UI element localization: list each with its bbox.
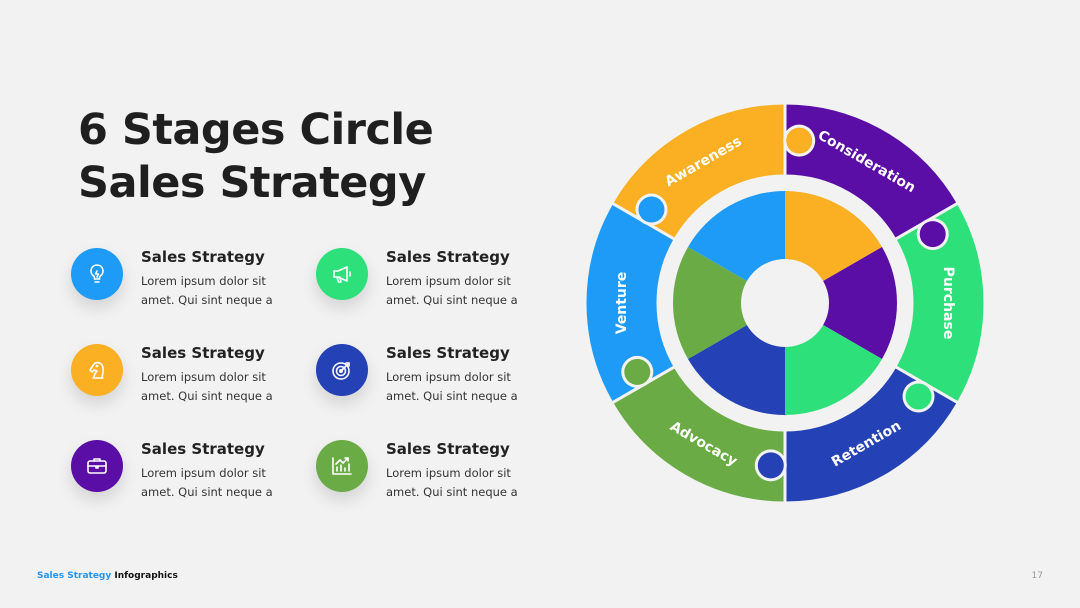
item-description: Lorem ipsum dolor sit amet. Qui sint neq… (386, 274, 518, 307)
briefcase-icon (71, 440, 123, 492)
page-title: 6 Stages Circle Sales Strategy (78, 104, 434, 210)
puzzle-tab (786, 127, 813, 154)
strategy-item-6: Sales Strategy Lorem ipsum dolor sit ame… (316, 440, 546, 520)
strategy-item-5: Sales Strategy Lorem ipsum dolor sit ame… (71, 440, 301, 520)
page-number: 17 (1031, 571, 1043, 581)
target-icon (316, 344, 368, 396)
puzzle-tab (919, 221, 946, 248)
strategy-item-2: Sales Strategy Lorem ipsum dolor sit ame… (316, 248, 546, 328)
item-description: Lorem ipsum dolor sit amet. Qui sint neq… (141, 370, 273, 403)
wheel-center-hole (741, 259, 829, 347)
item-heading: Sales Strategy (386, 440, 510, 458)
puzzle-tab (757, 452, 784, 479)
stage-label-purchase: Purchase (940, 267, 956, 340)
strategy-item-3: Sales Strategy Lorem ipsum dolor sit ame… (71, 344, 301, 424)
inner-segment-consideration (785, 247, 897, 359)
page-title-line-2: Sales Strategy (78, 158, 426, 208)
item-heading: Sales Strategy (386, 344, 510, 362)
megaphone-icon (316, 248, 368, 300)
puzzle-tab (638, 196, 665, 223)
puzzle-tab (905, 383, 932, 410)
item-description: Lorem ipsum dolor sit amet. Qui sint neq… (386, 466, 518, 499)
strategy-item-1: Sales Strategy Lorem ipsum dolor sit ame… (71, 248, 301, 328)
item-description: Lorem ipsum dolor sit amet. Qui sint neq… (141, 466, 273, 499)
stage-label-venture: Venture (614, 272, 630, 335)
footer-brand-highlight: Sales Strategy (37, 571, 112, 581)
strategy-item-4: Sales Strategy Lorem ipsum dolor sit ame… (316, 344, 546, 424)
page-title-line-1: 6 Stages Circle (78, 105, 434, 155)
puzzle-tab (624, 358, 651, 385)
item-heading: Sales Strategy (386, 248, 510, 266)
footer-brand-rest: Infographics (111, 571, 178, 581)
chess-knight-icon (71, 344, 123, 396)
item-description: Lorem ipsum dolor sit amet. Qui sint neq… (141, 274, 273, 307)
item-description: Lorem ipsum dolor sit amet. Qui sint neq… (386, 370, 518, 403)
growth-chart-icon (316, 440, 368, 492)
item-heading: Sales Strategy (141, 440, 265, 458)
inner-segment-advocacy (673, 247, 785, 359)
item-heading: Sales Strategy (141, 344, 265, 362)
footer-brand: Sales Strategy Infographics (37, 571, 178, 581)
item-heading: Sales Strategy (141, 248, 265, 266)
lightbulb-icon (71, 248, 123, 300)
